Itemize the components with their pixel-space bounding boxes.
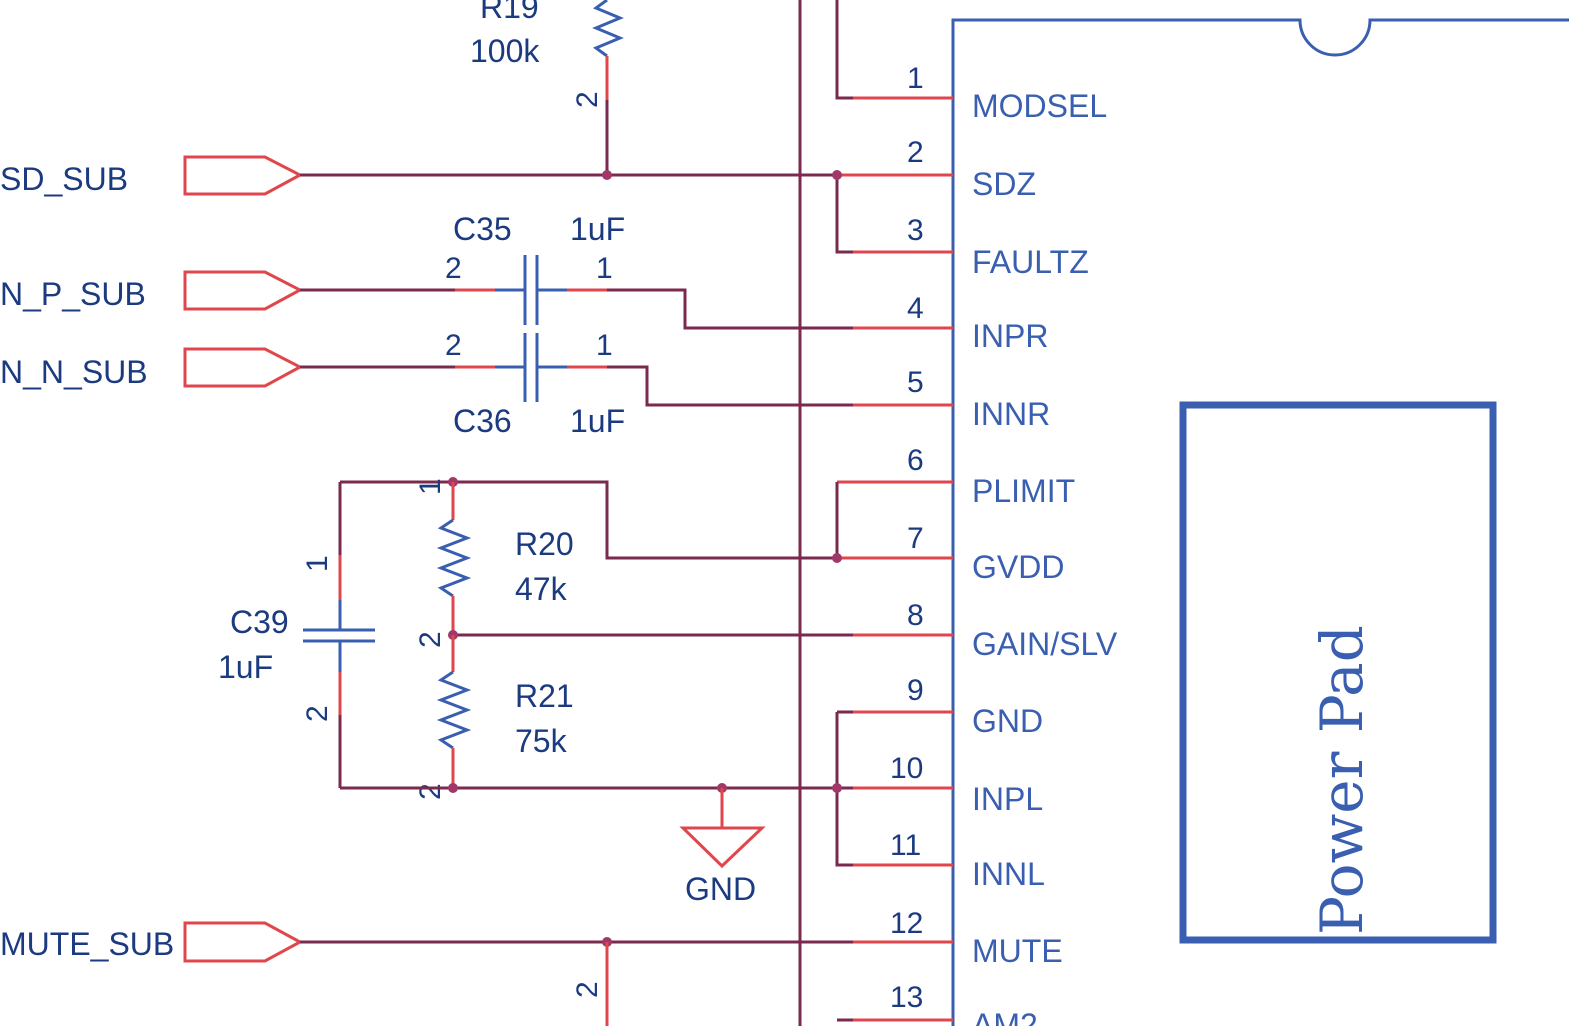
mute-res-pin2-label: 2 <box>571 981 604 998</box>
r19-ref: R19 <box>480 0 539 25</box>
ic-pin-numbers: 1 2 3 4 5 6 7 8 9 10 11 12 13 <box>890 62 924 1014</box>
r20-pin2-label: 2 <box>414 631 447 648</box>
pin-number-3: 3 <box>907 214 924 247</box>
r20-pin1-label: 1 <box>414 478 447 495</box>
r19-value: 100k <box>470 33 540 69</box>
inpr-wire <box>607 288 853 330</box>
c39-ref: C39 <box>230 604 289 640</box>
pin-name-2: SDZ <box>972 166 1036 202</box>
r20-value: 47k <box>515 571 568 607</box>
r19-pin2-label: 2 <box>571 91 604 108</box>
c35-pin1-label: 1 <box>596 252 613 285</box>
c39-pin1-label: 1 <box>301 555 334 572</box>
divider-top-wire <box>340 480 837 560</box>
junction-gvdd <box>832 553 842 563</box>
c36-ref: C36 <box>453 403 512 439</box>
pin-name-1: MODSEL <box>972 88 1107 124</box>
pin-name-13: AM2 <box>972 1007 1038 1026</box>
modsel-wire <box>835 0 853 100</box>
r19-resistor-symbol <box>592 0 624 58</box>
r21-value: 75k <box>515 723 568 759</box>
junction-sd-r19 <box>602 170 612 180</box>
pin-number-1: 1 <box>907 62 924 95</box>
pin-name-12: MUTE <box>972 933 1063 969</box>
c35-value: 1uF <box>570 211 625 247</box>
sd-sub-label: SD_SUB <box>0 161 128 197</box>
inn-sub-label: N_N_SUB <box>0 354 148 390</box>
inp-sub-port <box>183 270 304 311</box>
gnd-label: GND <box>685 871 756 907</box>
c36-pin1-label: 1 <box>596 329 613 362</box>
pin-number-8: 8 <box>907 599 924 632</box>
inp-sub-label: N_P_SUB <box>0 276 146 312</box>
c39-value: 1uF <box>218 649 273 685</box>
ic-pin-stubs <box>837 96 953 1022</box>
mute-sub-port <box>183 921 304 963</box>
pin-number-12: 12 <box>890 907 923 940</box>
inn-sub-port <box>183 347 304 388</box>
pin-name-6: PLIMIT <box>972 473 1075 509</box>
sdz-faultz-wire <box>835 175 853 254</box>
junction-inpl <box>832 783 842 793</box>
r20-ref: R20 <box>515 526 574 562</box>
pin-name-8: GAIN/SLV <box>972 626 1118 662</box>
r20-resistor-symbol <box>436 518 472 598</box>
pin-name-11: INNL <box>972 856 1045 892</box>
pin-number-4: 4 <box>907 292 924 325</box>
pin-name-7: GVDD <box>972 549 1064 585</box>
pin-number-5: 5 <box>907 366 924 399</box>
power-pad-label: Power Pad <box>1308 625 1376 935</box>
ic-body-outline <box>951 18 1569 1026</box>
junction-sdz <box>832 170 842 180</box>
pin-number-9: 9 <box>907 674 924 707</box>
pin-number-7: 7 <box>907 522 924 555</box>
r21-resistor-symbol <box>436 670 472 750</box>
pin-name-10: INPL <box>972 781 1043 817</box>
pin-name-4: INPR <box>972 318 1048 354</box>
c36-value: 1uF <box>570 403 625 439</box>
c35-ref: C35 <box>453 211 512 247</box>
pin-number-2: 2 <box>907 136 924 169</box>
pin-name-3: FAULTZ <box>972 244 1089 280</box>
pin-number-13: 13 <box>890 981 923 1014</box>
pin-number-10: 10 <box>890 752 923 785</box>
gnd-symbol <box>679 826 766 869</box>
innr-wire <box>607 365 853 407</box>
sd-sub-port <box>183 155 304 196</box>
ic-pin-names: MODSEL SDZ FAULTZ INPR INNR PLIMIT GVDD … <box>972 88 1118 1026</box>
mute-sub-label: MUTE_SUB <box>0 926 174 962</box>
gnd-inpl-innl-wire <box>835 712 853 867</box>
r21-ref: R21 <box>515 678 574 714</box>
junction-r21-bottom <box>448 783 458 793</box>
c39-pin2-label: 2 <box>301 705 334 722</box>
c36-pin2-label: 2 <box>445 329 462 362</box>
power-pad-box <box>1179 401 1497 944</box>
pin-name-5: INNR <box>972 396 1050 432</box>
r21-pin2-label: 2 <box>414 783 447 800</box>
pin-name-9: GND <box>972 703 1043 739</box>
pin-number-6: 6 <box>907 444 924 477</box>
c35-pin2-label: 2 <box>445 252 462 285</box>
pin-number-11: 11 <box>890 829 921 862</box>
